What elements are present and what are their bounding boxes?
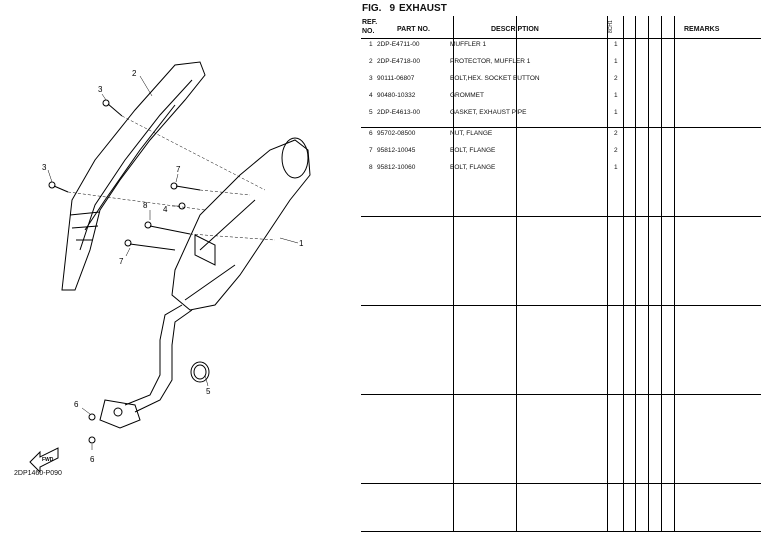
bolts [48,99,201,444]
row-ref: 3 [369,75,373,82]
figure-number: 9 [389,3,396,14]
row-part-no: 2DP-E4718-00 [377,58,420,65]
row-qty: 1 [614,92,618,99]
row-part-no: 2DP-E4711-00 [377,41,420,48]
callout-2: 2 [132,69,137,78]
callout-8: 8 [143,201,148,210]
fwd-arrow-icon: FWD [29,447,59,474]
row-ref: 8 [369,164,373,171]
row-ref: 6 [369,130,373,137]
muffler [171,137,311,311]
row-description: NUT, FLANGE [450,130,493,137]
row-description: MUFFLER 1 [450,41,487,48]
row-part-no: 2DP-E4613-00 [377,109,420,116]
row-description: BOLT,HEX. SOCKET BUTTON [450,75,540,82]
callout-7b: 7 [119,257,124,266]
exploded-diagram: 2 3 3 7 8 4 7 1 5 6 6 FWD [29,61,311,474]
callout-5: 5 [206,387,211,396]
row-qty: 2 [614,147,618,154]
row-ref: 1 [369,41,373,48]
row-ref: 2 [369,58,373,65]
row-description: GASKET, EXHAUST PIPE [450,109,527,116]
row-qty: 1 [614,109,618,116]
svg-text:FWD: FWD [42,457,54,463]
row-ref: 7 [369,147,373,154]
row-description: BOLT, FLANGE [450,147,496,154]
figure-label: FIG. [362,3,382,14]
row-part-no: 90111-06807 [377,75,415,82]
row-ref: 5 [369,109,373,116]
row-qty: 1 [614,58,618,65]
row-qty: 1 [614,164,618,171]
row-qty: 2 [614,75,618,82]
callout-3a: 3 [98,85,103,94]
row-qty: 1 [614,41,618,48]
callout-7a: 7 [176,165,181,174]
row-qty: 2 [614,130,618,137]
parts-table: REF. NO. PART NO. DESCRIPTION 8CH1 REMAR… [361,16,761,532]
callout-4: 4 [163,205,168,214]
gasket [190,361,210,383]
callout-6a: 6 [74,400,79,409]
header-remarks: REMARKS [684,26,720,33]
row-ref: 4 [369,92,373,99]
figure-name: EXHAUST [399,3,447,14]
callout-3b: 3 [42,163,47,172]
header-qty-code: 8CH1 [608,20,614,33]
header-description: DESCRIPTION [491,26,539,33]
row-part-no: 95812-10045 [377,147,416,154]
header-part-no: PART NO. [397,26,430,33]
diagram-code: 2DP1460-P090 [14,470,62,477]
row-part-no: 90480-10332 [377,92,416,99]
row-description: BOLT, FLANGE [450,164,496,171]
row-description: PROTECTOR, MUFFLER 1 [450,58,531,65]
callout-6b: 6 [90,455,95,464]
callout-1: 1 [299,239,304,248]
row-part-no: 95812-10060 [377,164,416,171]
row-part-no: 95702-08500 [377,130,416,137]
row-description: GROMMET [450,92,484,99]
header-ref-no: REF. NO. [362,19,378,35]
exhaust-pipe [99,304,193,429]
muffler-protector [61,61,206,291]
